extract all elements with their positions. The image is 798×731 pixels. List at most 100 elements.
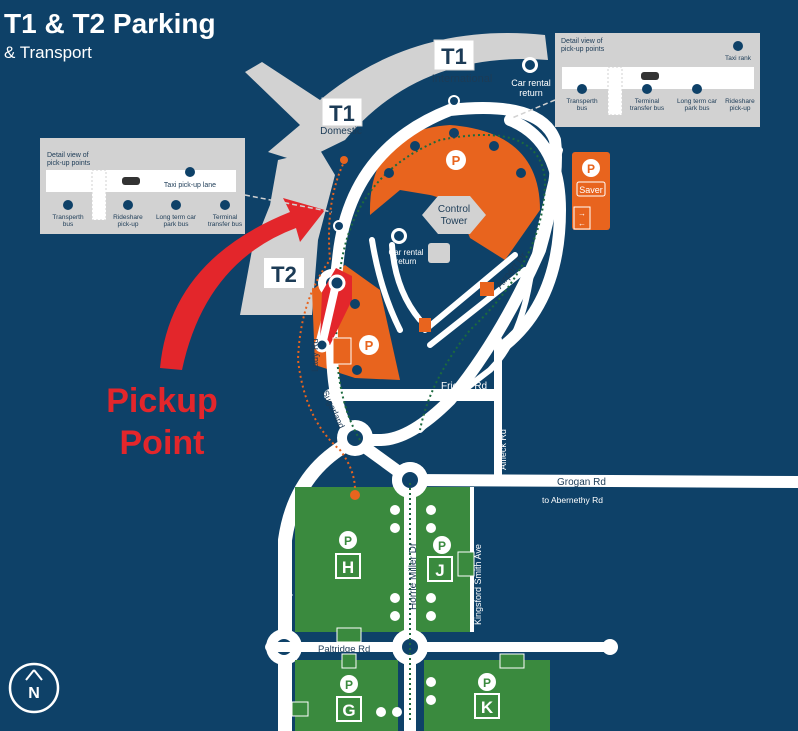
inner-lane-2 [389,242,423,323]
bus-icon [426,505,436,515]
parking-icon: P [452,153,461,168]
car-park-k-area [424,660,550,731]
bus-icon [692,84,702,94]
car-park-k: P K [474,653,525,719]
accessible-icon [426,523,436,533]
exit-arrow-icon [457,551,475,577]
taxi-icon [733,41,743,51]
svg-text:G: G [342,701,355,720]
accessible-icon [390,505,400,515]
to-abernethy-label: to Abernethy Rd [542,495,603,505]
exit-arrow-icon [480,282,494,296]
kingsford-smith-label: Kingsford Smith Ave [473,544,483,625]
pickup-point-marker [328,274,346,292]
svg-text:Rideshare: Rideshare [725,98,755,105]
car-rental-return-inner: Car rental return [388,228,450,266]
bus-icon [63,200,73,210]
exit-arrow-icon [291,701,309,717]
parking-icon: P [587,162,595,176]
bus-icon [392,707,402,717]
bus-icon [426,677,436,687]
svg-text:Terminal: Terminal [213,214,238,221]
accessible-icon [350,299,360,309]
pickup-callout-line2: Point [120,424,205,462]
parking-t1-multistorey [369,125,540,260]
svg-text:pick-up points: pick-up points [47,160,91,167]
svg-text:T2: T2 [271,262,297,287]
pedestrian-icon [340,156,348,164]
bus-icon [450,97,458,105]
grogan-rd [404,474,798,488]
car-park-g-area [295,660,398,731]
car-rental-icon [352,365,362,375]
car-park-j: P J [427,536,475,582]
exit-arrow-icon [573,206,591,230]
svg-text:return: return [519,88,543,98]
accessible-icon [384,168,394,178]
saver-car-park-labels: P Saver → ← [573,159,606,230]
svg-text:T1: T1 [329,101,355,126]
rideshare-icon [123,200,133,210]
accessible-icon [376,707,386,717]
car-rental-icon [525,60,535,70]
page-subtitle: & Transport [4,43,92,62]
car-park-g: P G [291,675,362,722]
pickup-access-path [318,283,340,346]
exit-arrow-icon [419,318,431,332]
parking-icon: P [483,676,491,690]
terminal-t2-building [240,150,335,315]
detail-view-right: Detail view of pick-up points Taxi rank … [555,33,760,127]
t2-badge: T2 [264,258,304,288]
svg-text:transfer bus: transfer bus [208,221,243,228]
detail-left-lane-label: Taxi pick-up lane [164,182,216,189]
north-arrow-icon: N [8,662,60,714]
svg-text:Domestic: Domestic [320,126,362,137]
inner-lane-3 [422,252,518,333]
bus-icon [171,200,181,210]
pedestrian-orange-path [296,159,356,491]
control-tower-label-line: Control [438,204,470,215]
parking-icon: P [365,338,374,353]
lady-rd-label: Lady Rd [310,338,320,372]
t1-international-badge: T1 International [432,39,493,85]
svg-text:H: H [342,558,354,577]
accessible-icon [449,128,459,138]
car-rental-return-top: Car rental return [511,57,551,98]
svg-text:Detail view of: Detail view of [561,38,603,45]
svg-text:Terminal: Terminal [635,98,660,105]
grogan-rd-label: Grogan Rd [557,477,606,488]
parking-icon: P [438,539,446,553]
exit-arrow-icon [336,627,362,643]
bus-icon [426,593,436,603]
svg-text:pick-up points: pick-up points [561,46,605,53]
car-rental-icon [394,231,404,241]
svg-text:park bus: park bus [685,105,711,112]
bus-icon [220,200,230,210]
svg-text:International: International [432,73,493,85]
svg-text:transfer bus: transfer bus [630,105,665,112]
svg-text:Saver: Saver [579,185,603,195]
horrie-miller-label: Horrie Miller Dr [408,542,419,610]
detail-left-heading: Detail view of [47,152,89,159]
exit-arrow-icon [332,337,352,365]
svg-text:bus: bus [577,105,588,112]
t1-parking-icons: P [384,128,526,178]
inner-lane-1 [369,237,403,333]
road-network [265,102,798,731]
airport-dr-south-label: Airport Dr [283,568,293,607]
accessible-icon [426,695,436,705]
taxi-icon [185,167,195,177]
svg-text:K: K [481,698,494,717]
svg-text:return: return [396,257,417,266]
pickup-callout-line1: Pickup [106,382,217,420]
bus-icon [642,84,652,94]
t1-domestic-badge: T1 Domestic [320,97,363,137]
svg-text:bus: bus [63,221,74,228]
bus-stop-icon [428,243,450,263]
accessible-icon [516,168,526,178]
t2-parking-icons: P [332,299,379,375]
svg-text:→: → [578,209,586,218]
inner-lane-4 [427,267,528,348]
accessible-icon [410,141,420,151]
parking-icon: P [345,678,353,692]
